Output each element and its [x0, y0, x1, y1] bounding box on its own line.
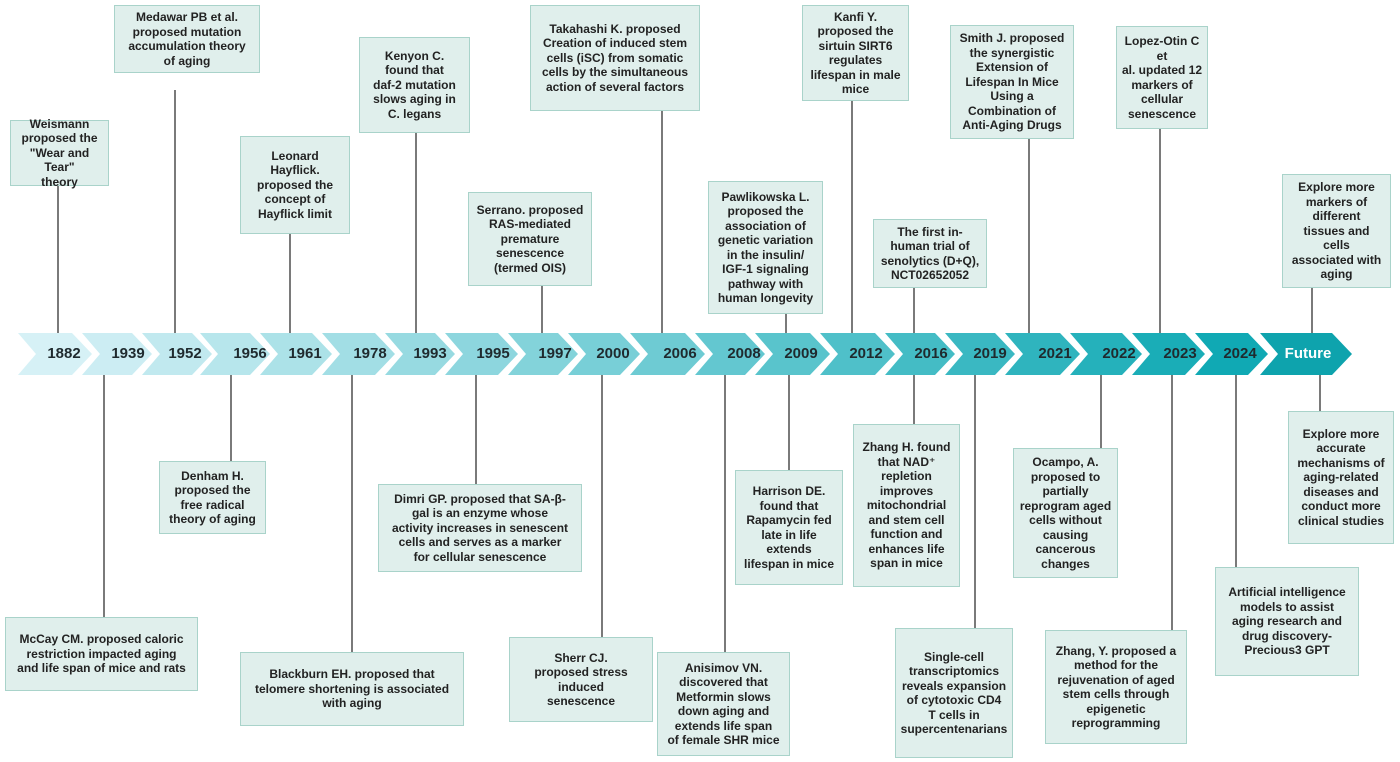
- year-label-2022: 2022: [1102, 345, 1136, 362]
- event-box-1997: Serrano. proposed RAS-mediated premature…: [468, 192, 592, 286]
- chevron-2024: [1195, 333, 1268, 375]
- year-label-2008: 2008: [727, 345, 761, 362]
- event-box-2009-above: Pawlikowska L. proposed the association …: [708, 181, 823, 314]
- year-label-1978: 1978: [353, 345, 387, 362]
- event-box-2022: Ocampo, A. proposed to partially reprogr…: [1013, 448, 1118, 578]
- chevron-2016: [885, 333, 955, 375]
- chevron-1952: [142, 333, 212, 375]
- year-label-2000: 2000: [596, 345, 630, 362]
- year-label-1961: 1961: [288, 345, 322, 362]
- event-box-1993: Kenyon C. found that daf-2 mutation slow…: [359, 37, 470, 133]
- event-box-future-below: Explore more accurate mechanisms of agin…: [1288, 411, 1394, 544]
- event-box-2006: Takahashi K. proposed Creation of induce…: [530, 5, 700, 111]
- event-box-2012: Kanfi Y. proposed the sirtuin SIRT6 regu…: [802, 5, 909, 101]
- chevron-2006: [630, 333, 705, 375]
- chevron-future: [1260, 333, 1352, 375]
- year-label-1995: 1995: [476, 345, 510, 362]
- year-label-1952: 1952: [168, 345, 202, 362]
- chevron-2021: [1005, 333, 1080, 375]
- year-label-1882: 1882: [47, 345, 81, 362]
- event-box-1995: Dimri GP. proposed that SA-β- gal is an …: [378, 484, 582, 572]
- chevron-1961: [260, 333, 332, 375]
- year-label-2016: 2016: [914, 345, 948, 362]
- event-box-2023-below: Zhang, Y. proposed a method for the reju…: [1045, 630, 1187, 744]
- chevron-2008: [695, 333, 765, 375]
- chevron-1995: [445, 333, 518, 375]
- connector-lines: [57, 90, 1321, 652]
- event-box-2021: Smith J. proposed the synergistic Extens…: [950, 25, 1074, 139]
- chevron-1993: [385, 333, 455, 375]
- event-box-1978: Blackburn EH. proposed that telomere sho…: [240, 652, 464, 726]
- chevron-2023: [1132, 333, 1205, 375]
- event-box-2000: Sherr CJ. proposed stress induced senesc…: [509, 637, 653, 722]
- year-label-2023: 2023: [1163, 345, 1197, 362]
- chevron-1978: [322, 333, 395, 375]
- chevron-1882: [18, 333, 92, 375]
- year-label-2024: 2024: [1223, 345, 1257, 362]
- year-label-2021: 2021: [1038, 345, 1072, 362]
- year-label-1997: 1997: [538, 345, 572, 362]
- chevron-1956: [200, 333, 270, 375]
- event-box-2008: Anisimov VN. discovered that Metformin s…: [657, 652, 790, 756]
- event-box-2023-above: Lopez-Otin C et al. updated 12 markers o…: [1116, 26, 1208, 129]
- chevron-1997: [508, 333, 578, 375]
- event-box-2016-above: The first in- human trial of senolytics …: [873, 219, 987, 288]
- chevron-2009: [755, 333, 830, 375]
- year-label-2006: 2006: [663, 345, 697, 362]
- year-label-1956: 1956: [233, 345, 267, 362]
- year-label-future: Future: [1284, 345, 1332, 362]
- chevron-2019: [945, 333, 1015, 375]
- year-label-2012: 2012: [849, 345, 883, 362]
- event-box-1961: Leonard Hayflick. proposed the concept o…: [240, 136, 350, 234]
- year-label-1939: 1939: [111, 345, 145, 362]
- event-box-2016-below: Zhang H. found that NAD⁺ repletion impro…: [853, 424, 960, 587]
- event-box-1952: Medawar PB et al. proposed mutation accu…: [114, 5, 260, 73]
- year-label-1993: 1993: [413, 345, 447, 362]
- timeline-arrow-band: [18, 333, 1352, 375]
- event-box-1956: Denham H. proposed the free radical theo…: [159, 461, 266, 534]
- year-label-2009: 2009: [784, 345, 818, 362]
- event-box-2009-below: Harrison DE. found that Rapamycin fed la…: [735, 470, 843, 585]
- year-label-2019: 2019: [973, 345, 1007, 362]
- chevron-2012: [820, 333, 895, 375]
- event-box-2024: Artificial intelligence models to assist…: [1215, 567, 1359, 676]
- event-box-1882: Weismann proposed the "Wear and Tear" th…: [10, 117, 109, 189]
- chevron-2000: [568, 333, 640, 375]
- chevron-2022: [1070, 333, 1142, 375]
- event-box-future-above: Explore more markers of different tissue…: [1282, 174, 1391, 288]
- event-box-1939: McCay CM. proposed caloric restriction i…: [5, 617, 198, 691]
- event-box-2019: Single-cell transcriptomics reveals expa…: [895, 628, 1013, 758]
- chevron-1939: [82, 333, 152, 375]
